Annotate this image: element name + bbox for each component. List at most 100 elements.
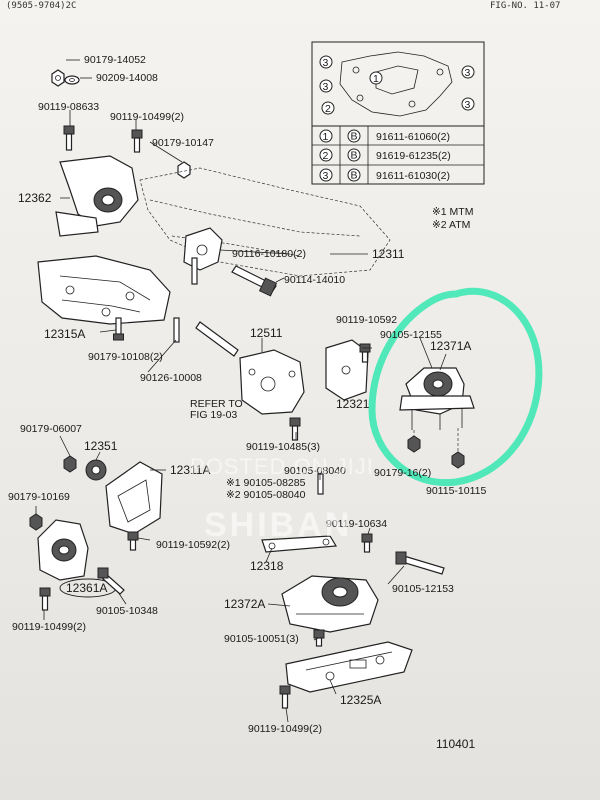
bracket-12321 — [325, 339, 369, 401]
label-12321: 12321 — [336, 397, 370, 411]
nut-90179-16-a — [407, 435, 421, 453]
engine-outline — [139, 167, 391, 277]
table-row: 2 B 91619-61235(2) — [319, 148, 451, 162]
label-90179-06007: 90179-06007 — [20, 423, 82, 435]
bolt-90119-10499-b — [39, 587, 51, 611]
svg-text:3: 3 — [323, 170, 329, 182]
bolt-90179-10147 — [177, 161, 191, 179]
table-row: 3 B 91611-61030(2) — [319, 168, 450, 182]
gasket-callout-2: 2 — [321, 101, 335, 115]
label-12511: 12511 — [250, 326, 283, 340]
label-90179-10169: 90179-10169 — [8, 491, 70, 503]
svg-text:3: 3 — [323, 81, 329, 93]
gasket-callout-3d: 3 — [461, 97, 475, 111]
gasket-sketch — [339, 51, 453, 117]
label-fig-19-03: FIG 19-03 — [190, 409, 237, 421]
label-12371a: 12371A — [430, 339, 471, 353]
bolt-90116-10180 — [191, 257, 198, 285]
svg-text:3: 3 — [465, 99, 471, 111]
svg-text:1: 1 — [323, 131, 329, 143]
note-atm: ※2 ATM — [432, 219, 470, 231]
bracket-12318 — [261, 535, 338, 553]
label-90119-10499-a: 90119-10499(2) — [110, 111, 184, 123]
label-110401: 110401 — [436, 737, 475, 751]
table-row: 1 B 91611-61060(2) — [319, 129, 450, 143]
leader-lines — [35, 110, 447, 723]
bolt-90105-10348 — [97, 567, 125, 595]
nut-90179-16-b — [451, 451, 465, 469]
watermark-line2: SHIBAN — [204, 506, 352, 544]
label-90126-10008: 90126-10008 — [140, 372, 202, 384]
label-12325a: 12325A — [340, 693, 381, 707]
gasket-callout-3c: 3 — [461, 65, 475, 79]
bolt-90119-10499-c — [279, 685, 291, 709]
nut-90179-14052 — [51, 69, 65, 87]
svg-text:B: B — [351, 170, 358, 182]
label-90105-12155: 90105-12155 — [380, 329, 442, 341]
label-12372a: 12372A — [224, 597, 265, 611]
svg-text:91611-61060(2): 91611-61060(2) — [376, 131, 450, 143]
label-12361a: 12361A — [66, 581, 107, 595]
gasket-callout-3b: 3 — [319, 79, 333, 93]
label-90119-10485: 90119-10485(3) — [246, 441, 320, 453]
gasket-callout-1: 1 — [369, 71, 383, 85]
svg-text:B: B — [351, 150, 358, 162]
label-90179-10147: 90179-10147 — [152, 137, 214, 149]
label-90105-12153: 90105-12153 — [392, 583, 454, 595]
label-90119-10592-2: 90119-10592(2) — [156, 539, 230, 551]
label-90105-08285: ※1 90105-08285 — [226, 477, 306, 489]
svg-text:2: 2 — [325, 103, 331, 115]
bolt-90119-10485 — [289, 417, 301, 441]
mount-12351 — [85, 459, 107, 481]
label-12362: 12362 — [18, 191, 52, 205]
label-12311: 12311 — [372, 247, 405, 261]
watermark-line1: POSTED ON JIJI — [190, 454, 374, 479]
bolt-90119-08633 — [63, 125, 75, 151]
label-90119-08633: 90119-08633 — [38, 101, 99, 113]
mount-12372a — [281, 575, 379, 633]
label-90179-14052: 90179-14052 — [84, 54, 146, 66]
nut-90179-06007 — [63, 455, 77, 473]
note-mtm: ※1 MTM — [432, 206, 473, 218]
bolt-90114-14010 — [231, 265, 278, 297]
label-90114-14010: 90114-14010 — [284, 274, 345, 286]
svg-text:1: 1 — [373, 73, 379, 85]
label-90105-08040: 90105-08040 — [284, 465, 346, 477]
label-90119-10592: 90119-10592 — [336, 314, 397, 326]
label-12311a: 12311A — [170, 463, 210, 477]
label-12315a: 12315A — [44, 327, 85, 341]
bolt-90119-10499-a — [131, 129, 143, 153]
svg-text:3: 3 — [323, 57, 329, 69]
label-refer-to: REFER TO — [190, 398, 243, 410]
mount-12362 — [55, 155, 139, 237]
highlight-circle — [368, 287, 543, 487]
svg-text:91611-61030(2): 91611-61030(2) — [376, 170, 450, 182]
washer-90209-14008 — [64, 75, 80, 85]
label-90209-14008: 90209-14008 — [96, 72, 158, 84]
gasket-callout-3a: 3 — [319, 55, 333, 69]
svg-text:91619-61235(2): 91619-61235(2) — [376, 150, 451, 162]
bolt-90126-10008 — [173, 317, 180, 343]
bolt-90119-10592-2 — [127, 531, 139, 551]
bolt-90105-12153 — [395, 551, 445, 575]
bolt-90105-08040-a — [317, 473, 324, 495]
label-90119-10634: 90119-10634 — [326, 518, 387, 530]
nut-90179-10169 — [29, 513, 43, 531]
bracket-12315a — [37, 255, 171, 325]
label-90105-10051: 90105-10051(3) — [224, 633, 299, 645]
header-right: FIG-NO. 11-07 — [490, 1, 560, 11]
label-90105-08040-atm: ※2 90105-08040 — [226, 489, 306, 501]
bracket-12511 — [239, 349, 305, 415]
bracket-12311 — [183, 227, 223, 271]
label-90115-10115: 90115-10115 — [426, 485, 486, 497]
header-left: (9505-9704)2C — [6, 1, 76, 11]
label-90119-10499-c: 90119-10499(2) — [248, 723, 322, 735]
svg-text:2: 2 — [323, 150, 329, 162]
bolt-90119-10634 — [361, 533, 373, 553]
mount-12361a — [37, 519, 89, 581]
bolt-90105-10051 — [313, 629, 325, 647]
label-90179-10108: 90179-10108(2) — [88, 351, 163, 363]
bolt-table: 3 1 3 2 3 3 1 B 91611-61060(2) 2 B 91619… — [311, 41, 485, 185]
bracket-12325a — [285, 641, 413, 693]
label-90179-16: 90179-16(2) — [374, 467, 431, 479]
